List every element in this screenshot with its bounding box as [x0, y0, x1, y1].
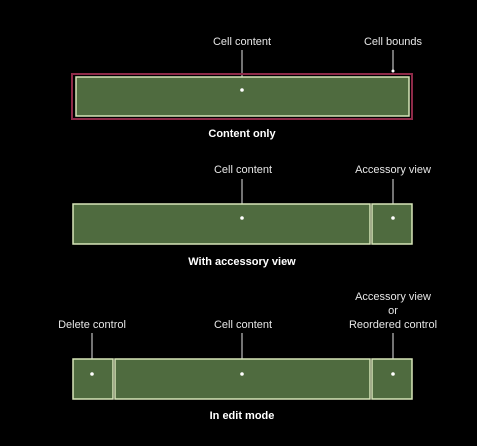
cell-content-box-3 [114, 358, 371, 400]
caption-edit-mode: In edit mode [210, 410, 275, 422]
delete-control-box [72, 358, 114, 400]
label-accessory-line2: or [388, 305, 398, 317]
cell-content-box-1 [75, 76, 410, 117]
cell-content-box-2 [72, 203, 371, 245]
panel-with-accessory: Cell content Accessory view With accesso… [72, 164, 431, 268]
label-accessory-view: Accessory view [355, 164, 431, 176]
marker-dot-delete-control [90, 372, 94, 376]
panel-content-only: Cell content Cell bounds Content only [71, 36, 423, 140]
accessory-reorder-box [371, 358, 413, 400]
label-accessory-line3: Reordered control [349, 319, 437, 331]
marker-dot-accessory-view [391, 216, 395, 220]
label-cell-content-1: Cell content [213, 36, 271, 48]
marker-dot-accessory-reorder [391, 372, 395, 376]
label-cell-content-3: Cell content [214, 319, 272, 331]
caption-with-accessory: With accessory view [188, 256, 296, 268]
marker-dot-cell-bounds [391, 69, 395, 73]
marker-dot-cell-content-3 [240, 372, 244, 376]
cell-bounds-outline [71, 73, 413, 120]
label-cell-content-2: Cell content [214, 164, 272, 176]
panel-edit-mode: Accessory view or Delete control Cell co… [58, 291, 437, 422]
caption-content-only: Content only [208, 128, 276, 140]
marker-dot-cell-content-1 [240, 88, 244, 92]
label-accessory-line1: Accessory view [355, 291, 431, 303]
label-cell-bounds: Cell bounds [364, 36, 423, 48]
accessory-view-box [371, 203, 413, 245]
marker-dot-cell-content-2 [240, 216, 244, 220]
label-delete-control: Delete control [58, 319, 126, 331]
